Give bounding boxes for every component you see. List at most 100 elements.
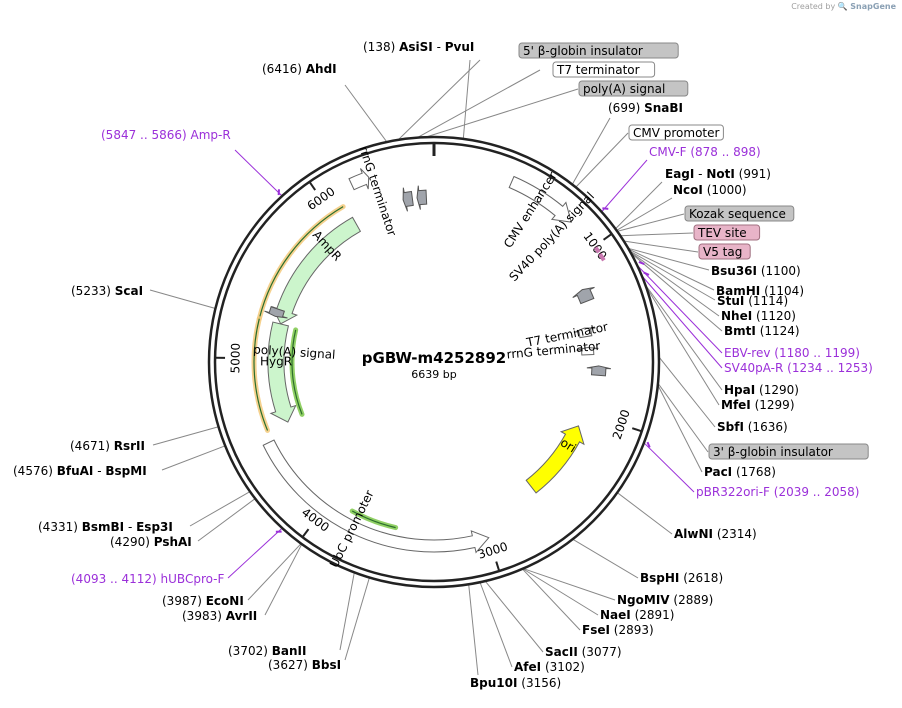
feature-box-sv40polya (573, 287, 595, 303)
map-label[interactable]: poly(A) signal (579, 81, 688, 96)
site-label: (5847 .. 5866) Amp-R (101, 128, 231, 142)
map-label[interactable]: (4576) BfuAI - BspMI (13, 464, 147, 478)
leader-line (620, 233, 693, 236)
map-label[interactable]: (5847 .. 5866) Amp-R (101, 128, 231, 142)
map-label[interactable]: (4290) PshAI (110, 535, 192, 549)
map-label[interactable]: (3987) EcoNI (162, 594, 244, 608)
site-label: AfeI (3102) (514, 660, 585, 674)
map-label[interactable]: TEV site (694, 225, 760, 240)
label-part: EagI (665, 167, 694, 181)
map-label[interactable]: (3702) BanII (228, 644, 306, 658)
site-label: (138) AsiSI - PvuI (363, 40, 474, 54)
feature-box-polya-a (403, 188, 413, 212)
map-label[interactable]: EagI - NotI (991) (665, 167, 771, 181)
site-label: StuI (1114) (717, 294, 788, 308)
leader-line (398, 60, 480, 140)
plasmid-length: 6639 bp (411, 368, 456, 381)
map-label[interactable]: T7 terminator (553, 62, 655, 77)
primer-mark (639, 262, 644, 264)
map-label[interactable]: EBV-rev (1180 .. 1199) (724, 346, 860, 360)
map-label[interactable]: AfeI (3102) (514, 660, 585, 674)
map-label[interactable]: PacI (1768) (704, 465, 776, 479)
map-label[interactable]: FseI (2893) (582, 623, 654, 637)
leader-line (630, 252, 719, 316)
snapgene-logo-icon: 🔍 (838, 2, 848, 11)
feature-ubc (263, 440, 489, 552)
label-part: (699) (608, 101, 640, 115)
leader-line (150, 290, 215, 308)
site-label: (6416) AhdI (262, 62, 337, 76)
leader-line (523, 569, 598, 615)
map-label[interactable]: CMV promoter (629, 125, 723, 140)
center-title: pGBW-m4252892 6639 bp (362, 349, 506, 381)
label-part: (4671) (70, 439, 110, 453)
map-label[interactable]: Bpu10I (3156) (470, 676, 561, 690)
label-part: (2891) (635, 608, 675, 622)
map-label[interactable]: pBR322ori-F (2039 .. 2058) (696, 485, 859, 499)
feature-tag-mark (596, 247, 599, 252)
map-label[interactable]: BspHI (2618) (640, 571, 723, 585)
label-part: (5233) (71, 284, 111, 298)
feature-label-text: V5 tag (703, 245, 742, 259)
label-part: (6416) (262, 62, 302, 76)
leader-line (153, 427, 219, 445)
map-label[interactable]: (5233) ScaI (71, 284, 143, 298)
feature-label-text: 3' β-globin insulator (713, 445, 833, 459)
map-label[interactable]: BmtI (1124) (724, 324, 800, 338)
feature-label: rrnG terminator (506, 339, 601, 362)
site-label: (4290) PshAI (110, 535, 192, 549)
site-label: NcoI (1000) (673, 183, 747, 197)
label-part: SacII (545, 645, 578, 659)
map-label[interactable]: NaeI (2891) (600, 608, 674, 622)
label-part: NaeI (600, 608, 631, 622)
site-label: Bsu36I (1100) (711, 264, 801, 278)
map-label[interactable]: NheI (1120) (721, 309, 796, 323)
map-label[interactable]: 3' β-globin insulator (709, 444, 868, 459)
map-label[interactable]: (4671) RsrII (70, 439, 145, 453)
map-label[interactable]: (6416) AhdI (262, 62, 337, 76)
map-label[interactable]: (3627) BbsI (268, 658, 341, 672)
map-label[interactable]: MfeI (1299) (721, 398, 795, 412)
map-label[interactable]: SbfI (1636) (717, 420, 788, 434)
map-label[interactable]: CMV-F (878 .. 898) (649, 145, 761, 159)
site-label: (4331) BsmBI - Esp3I (38, 520, 173, 534)
map-label[interactable]: SacII (3077) (545, 645, 622, 659)
map-label[interactable]: 5' β-globin insulator (519, 43, 678, 58)
site-label: (4576) BfuAI - BspMI (13, 464, 147, 478)
feature-box-polya-c (587, 366, 611, 376)
map-label[interactable]: HpaI (1290) (724, 383, 799, 397)
leader-line (469, 584, 478, 675)
map-label[interactable]: (4093 .. 4112) hUBCpro-F (71, 572, 225, 586)
label-part: AvrII (226, 609, 258, 623)
map-label[interactable]: (3983) AvrII (182, 609, 257, 623)
scale-tick-label: 6000 (305, 184, 338, 213)
map-label[interactable]: (4331) BsmBI - Esp3I (38, 520, 173, 534)
map-label[interactable]: V5 tag (699, 244, 750, 259)
map-label[interactable]: SV40pA-R (1234 .. 1253) (724, 361, 873, 375)
label-part: BspMI (105, 464, 146, 478)
leader-line (617, 198, 672, 230)
scale-tick-label: 5000 (228, 343, 243, 374)
map-label[interactable]: StuI (1114) (717, 294, 788, 308)
map-label[interactable]: NgoMIV (2889) (617, 593, 713, 607)
feature-label-text: CMV promoter (633, 126, 720, 140)
site-label: MfeI (1299) (721, 398, 795, 412)
feature-label-text: 5' β-globin insulator (523, 44, 643, 58)
site-label: (699) SnaBI (608, 101, 683, 115)
site-label: pBR322ori-F (2039 .. 2058) (696, 485, 859, 499)
label-part: pBR322ori-F (696, 485, 770, 499)
map-label[interactable]: Bsu36I (1100) (711, 264, 801, 278)
map-label[interactable]: (138) AsiSI - PvuI (363, 40, 474, 54)
map-label[interactable]: (699) SnaBI (608, 101, 683, 115)
map-label[interactable]: NcoI (1000) (673, 183, 747, 197)
map-label[interactable]: Kozak sequence (685, 206, 794, 221)
label-part: (1636) (748, 420, 788, 434)
site-label: BmtI (1124) (724, 324, 800, 338)
label-part: (1234 .. 1253) (787, 361, 873, 375)
label-part: (2039 .. 2058) (774, 485, 860, 499)
map-label[interactable]: AlwNI (2314) (674, 527, 757, 541)
site-label: FseI (2893) (582, 623, 654, 637)
label-part: (2889) (673, 593, 713, 607)
leader-line (576, 133, 628, 187)
